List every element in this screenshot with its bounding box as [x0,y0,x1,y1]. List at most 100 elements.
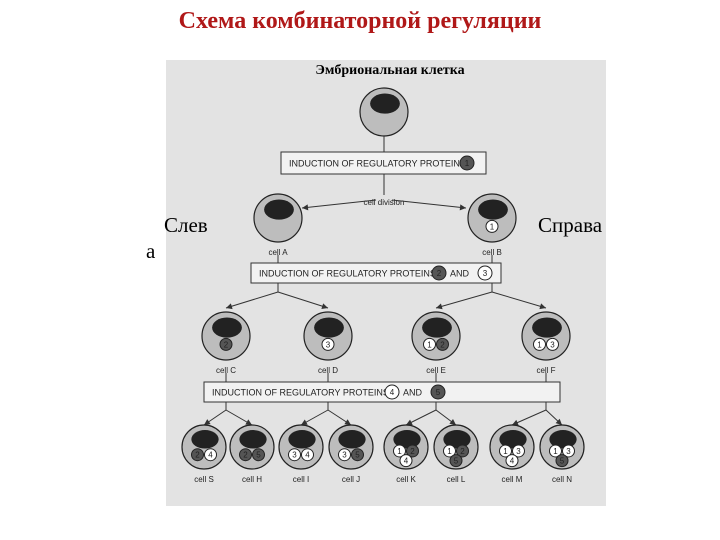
protein-number: 4 [510,457,515,466]
protein-circle [351,448,364,462]
cell-label: cell D [318,366,338,375]
cell [201,311,251,361]
protein-number: 2 [440,340,445,349]
protein-circle [430,384,446,400]
protein-number: 1 [553,447,558,456]
cell-label: cell I [293,475,309,484]
arrowhead [436,303,443,310]
cell-nucleus [288,430,316,449]
protein-circle [512,444,525,458]
arrowhead [226,303,233,310]
protein-circle [321,337,335,351]
arrowhead [321,303,328,310]
protein-badge-1: 1 [533,337,546,351]
protein-circle [533,337,546,351]
protein-number: 3 [550,340,555,349]
protein-badge-4: 4 [505,454,519,468]
arrow-line [435,291,493,309]
cell [328,424,374,470]
protein-number: 1 [447,447,452,456]
protein-number: 5 [560,457,565,466]
cell-nucleus [264,199,294,220]
cell-label: cell H [242,475,262,484]
protein-number: 4 [305,451,310,460]
protein-number: 1 [397,447,402,456]
and-label: AND [403,388,423,398]
protein-circle [191,448,204,462]
protein-number: 2 [224,340,229,349]
protein-badge-4: 4 [204,448,217,462]
protein-circle [239,448,252,462]
cell-label: cell B [482,248,502,257]
protein-badge-3: 3 [546,337,559,351]
arrowhead [512,419,519,426]
right-label: Справа [538,213,603,237]
bar-label: INDUCTION OF REGULATORY PROTEINS [259,269,436,279]
protein-badge-1: 1 [393,444,406,458]
protein-number: 4 [404,457,409,466]
cell-label: cell A [268,248,288,257]
protein-circle [456,444,469,458]
arrowhead [245,419,252,425]
bar-label: INDUCTION OF REGULATORY PROTEIN [289,159,460,169]
protein-badge-2: 2 [219,337,233,351]
protein-circle [431,265,447,281]
protein-number: 3 [483,269,488,278]
protein-badge-4: 4 [384,384,400,400]
arrow-line [491,291,547,309]
cell-nucleus [499,430,527,449]
cell-nucleus [239,430,267,449]
protein-badge-5: 5 [430,384,446,400]
protein-badge-1: 1 [459,155,475,171]
protein-badge-3: 3 [562,444,575,458]
protein-circle [505,454,519,468]
arrowhead [302,204,309,211]
protein-circle [443,444,456,458]
arrowhead [555,418,562,425]
protein-badge-1: 1 [423,337,436,351]
protein-badge-1: 1 [485,219,499,233]
induction-bar-3 [203,381,561,403]
protein-circle [459,155,475,171]
cell-label: cell E [426,366,446,375]
protein-number: 3 [292,451,297,460]
protein-number: 3 [516,447,521,456]
protein-circle [555,454,569,468]
protein-circle [301,448,314,462]
protein-circle [204,448,217,462]
cell [411,311,461,361]
protein-badge-5: 5 [555,454,569,468]
arrowhead [459,204,466,211]
protein-number: 2 [460,447,465,456]
protein-number: 5 [436,388,441,397]
protein-badge-2: 2 [191,448,204,462]
cell-nucleus [478,199,508,220]
protein-circle [499,444,512,458]
cell-nucleus [393,430,421,449]
arrow-line [225,291,279,309]
cell [253,193,303,243]
protein-circle [449,454,463,468]
protein-circle [393,444,406,458]
cell [359,87,409,137]
cell-nucleus [549,430,577,449]
protein-circle [288,448,301,462]
protein-number: 3 [566,447,571,456]
protein-circle [485,219,499,233]
protein-circle [399,454,413,468]
protein-number: 5 [256,451,261,460]
protein-badge-3: 3 [512,444,525,458]
arrow-line [277,291,329,309]
protein-circle [549,444,562,458]
protein-circle [219,337,233,351]
protein-circle [477,265,493,281]
arrow-line [301,199,377,209]
protein-circle [252,448,265,462]
protein-number: 2 [437,269,442,278]
protein-circle [562,444,575,458]
protein-number: 2 [410,447,415,456]
arrow-line [511,409,547,426]
protein-badge-5: 5 [351,448,364,462]
protein-number: 4 [390,388,395,397]
protein-badge-2: 2 [436,337,449,351]
